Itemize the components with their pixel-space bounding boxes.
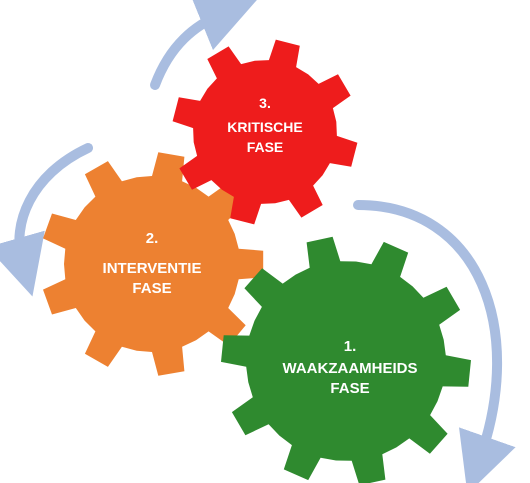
gear-1-title: WAAKZAAMHEIDS [283,360,418,377]
gear-2-number: 2. [146,230,159,247]
gear-3-shape [172,39,358,225]
gear-2-subtitle: FASE [132,280,171,297]
arrow-2-to-1 [353,200,516,483]
gear-1-shape [221,236,471,483]
gear-3-title: KRITISCHE [227,119,302,135]
cycle-arrows [0,0,516,483]
gear-3-subtitle: FASE [247,139,284,155]
gear-kritische-fase: 3. KRITISCHE FASE [172,39,358,225]
gear-1-number: 1. [344,338,357,355]
gear-interventie-fase: 2. INTERVENTIE FASE [43,152,264,376]
arrow-3-to-2 [0,143,93,297]
gear-waakzaamheids-fase: 1. WAAKZAAMHEIDS FASE [221,236,471,483]
gear-2-shape [43,152,264,376]
gear-1-subtitle: FASE [330,380,369,397]
gear-2-title: INTERVENTIE [103,260,202,277]
arrow-1-to-3 [150,0,258,90]
gear-3-number: 3. [259,95,271,111]
